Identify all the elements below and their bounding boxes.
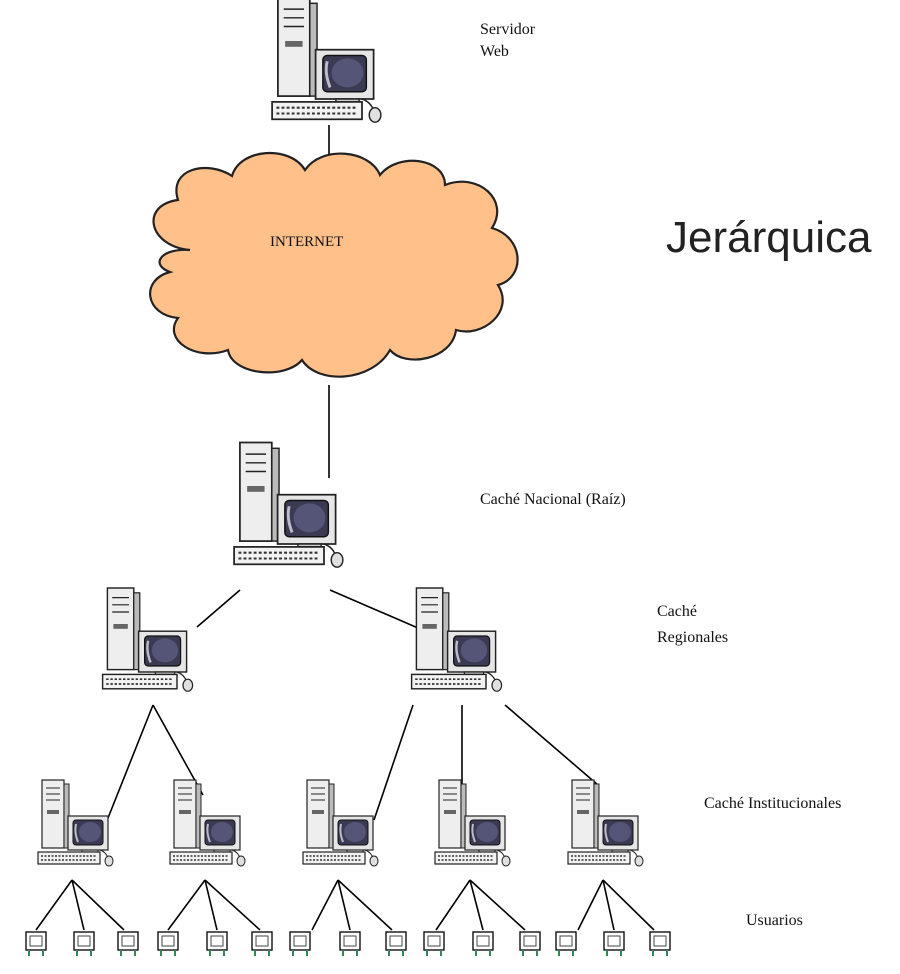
user-monitor-icon — [603, 931, 625, 957]
institutional-cache-2-computer-icon — [169, 779, 246, 867]
user-monitor-icon — [385, 931, 407, 957]
web-server: Servidor Web — [270, 0, 536, 124]
institutional-cache-label: Caché Institucionales — [704, 795, 841, 812]
institutional-cache-1-computer-icon — [37, 779, 114, 867]
user-monitor-icon — [25, 931, 47, 957]
web-server-label-line2: Web — [480, 43, 509, 60]
user-monitor-icon — [117, 931, 139, 957]
user-monitor-icon — [423, 931, 445, 957]
user-monitor-icon — [251, 931, 273, 957]
institutional-cache-4-computer-icon — [434, 779, 511, 867]
user-monitor-icon — [206, 931, 228, 957]
user-monitor-icon — [649, 931, 671, 957]
user-monitor-icon — [289, 931, 311, 957]
diagram-title: Jerárquica — [666, 213, 872, 262]
institutional-cache-3-computer-icon — [302, 779, 379, 867]
national-cache: Caché Nacional (Raíz) — [232, 441, 626, 569]
connection-lines — [35, 125, 655, 931]
national-cache-label: Caché Nacional (Raíz) — [480, 491, 626, 508]
institutional-cache-5-computer-icon — [567, 779, 644, 867]
user-monitor-icon — [339, 931, 361, 957]
link-regional1-inst1 — [107, 704, 154, 819]
regional-cache-label-line1: Caché — [657, 603, 697, 620]
link-national-regional-1 — [196, 589, 241, 628]
user-monitor-icon — [73, 931, 95, 957]
user-monitor-icon — [157, 931, 179, 957]
regional-caches: Caché Regionales — [101, 586, 728, 693]
user-monitor-icon — [519, 931, 541, 957]
regional-cache-2-computer-icon — [410, 586, 503, 693]
users: Usuarios — [25, 912, 803, 957]
regional-cache-label-line2: Regionales — [657, 629, 728, 646]
link-regional2-inst3 — [373, 704, 414, 821]
cloud-icon — [149, 151, 519, 378]
web-server-label-line1: Servidor — [480, 21, 536, 38]
link-regional2-inst5 — [504, 704, 599, 786]
institutional-caches: Caché Institucionales — [37, 779, 841, 867]
web-server-computer-icon — [270, 0, 383, 124]
national-cache-computer-icon — [232, 441, 345, 569]
users-label: Usuarios — [746, 912, 803, 929]
user-monitor-icon — [555, 931, 577, 957]
link-national-regional-2 — [329, 589, 419, 629]
internet-label: INTERNET — [270, 234, 343, 250]
internet-cloud: INTERNET — [149, 151, 519, 378]
user-monitor-icon — [472, 931, 494, 957]
regional-cache-1-computer-icon — [101, 586, 194, 693]
